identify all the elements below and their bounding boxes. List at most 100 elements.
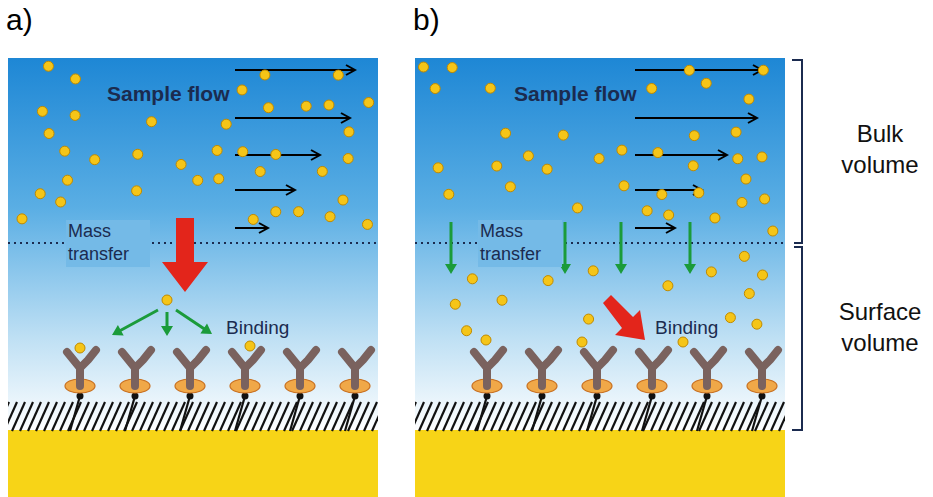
green-arrow (615, 222, 627, 274)
linker-stroke (8, 402, 9, 431)
analyte-particle (70, 74, 80, 84)
analyte-particle (75, 343, 85, 353)
analyte-particle (221, 119, 231, 129)
volume-label: Bulk volume (820, 118, 933, 180)
analyte-particle (523, 151, 533, 161)
green-arrow (175, 309, 212, 334)
analyte-particle (255, 167, 265, 177)
analyte-particle (617, 145, 627, 155)
analyte-particle (238, 147, 248, 157)
analyte-particle (678, 337, 688, 347)
analyte-particle (418, 62, 428, 72)
panel-letter: b) (413, 0, 440, 39)
analyte-particle (325, 212, 335, 222)
green-arrow (684, 222, 696, 274)
analyte-particle (17, 214, 27, 224)
analyte-particle (147, 117, 157, 127)
analyte-particle (70, 110, 80, 120)
analyte-particle (757, 152, 767, 162)
analyte-particle (263, 103, 273, 113)
antibody-symbol (177, 350, 206, 386)
antibody-symbol (122, 350, 151, 386)
volume-bracket (792, 60, 802, 430)
analyte-particle (577, 337, 587, 347)
analyte-particle (653, 148, 663, 158)
analyte-particle (462, 326, 472, 336)
linker-stroke (415, 402, 416, 431)
analyte-particle (642, 206, 652, 216)
antibody-symbol (287, 350, 316, 386)
linker-stalk (477, 396, 487, 431)
analyte-particle (594, 154, 604, 164)
analyte-particle (684, 65, 694, 75)
linker-stalk (642, 396, 652, 431)
analyte-particle (132, 186, 142, 196)
antibody-symbol (342, 350, 371, 386)
analyte-particle (317, 166, 327, 176)
analyte-particle (744, 94, 754, 104)
analyte-particle (481, 335, 491, 345)
red-arrows (162, 218, 645, 340)
analyte-particle (248, 214, 258, 224)
analyte-particle (663, 281, 673, 291)
linker-stalk (70, 396, 80, 431)
linker-stalk (180, 396, 190, 431)
linker-stalk (125, 396, 135, 431)
analyte-particle (752, 319, 762, 329)
analyte-particle (710, 213, 720, 223)
analyte-particle (301, 101, 311, 111)
analyte-particle (212, 145, 222, 155)
analyte-particle (701, 78, 711, 88)
analyte-particle (619, 181, 629, 191)
analyte-particle (450, 299, 460, 309)
green-arrow (112, 309, 159, 336)
antibody-symbol (474, 350, 503, 386)
analyte-particle (271, 207, 281, 217)
flow-arrows (235, 70, 762, 228)
linker-stalk (290, 396, 300, 431)
binding-label: Binding (655, 316, 718, 341)
analyte-particle (694, 188, 704, 198)
green-arrow (445, 222, 457, 274)
analyte-particle (176, 159, 186, 169)
analyte-particle (467, 274, 477, 284)
analyte-particle (193, 175, 203, 185)
analyte-particle (433, 163, 443, 173)
analyte-particle (338, 195, 348, 205)
analyte-particle (501, 128, 511, 138)
analyte-particle (271, 149, 281, 159)
panel-a-ground (8, 58, 378, 497)
antibody-symbol (694, 350, 723, 386)
binding-label: Binding (226, 316, 289, 341)
analyte-particle (647, 83, 657, 93)
flow-label: Sample flow (107, 80, 230, 107)
analyte-particle (324, 100, 334, 110)
analyte-particle (90, 155, 100, 165)
analyte-particle (733, 154, 743, 164)
analyte-particle (505, 182, 515, 192)
panel-b-ground (415, 58, 785, 497)
analyte-particle (760, 194, 770, 204)
analyte-particle (444, 189, 454, 199)
analyte-particle (133, 149, 143, 159)
surface-layer-b (415, 350, 785, 431)
analyte-particle (344, 127, 354, 137)
linker-stalk (235, 396, 245, 431)
analyte-particle (558, 130, 568, 140)
linker-stroke (372, 402, 378, 431)
antibody-symbol (749, 350, 778, 386)
analyte-particle (584, 314, 594, 324)
analyte-particle (664, 210, 674, 220)
analyte-particle (237, 85, 247, 95)
analyte-particle (333, 70, 343, 80)
analyte-particle (35, 189, 45, 199)
surface-layer-a (8, 350, 378, 431)
analyte-particle (497, 295, 507, 305)
analyte-particle (260, 70, 270, 80)
linker-stalk (752, 396, 762, 431)
linker-stalk (345, 396, 355, 431)
antibody-symbol (529, 350, 558, 386)
analyte-particle (44, 129, 54, 139)
analyte-particle (588, 266, 598, 276)
